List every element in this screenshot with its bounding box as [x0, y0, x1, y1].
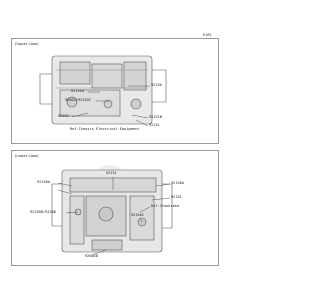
upper-case-panel: [11, 38, 219, 144]
lower-label-a: 92151: [106, 171, 117, 175]
lower-label-b: 92150A: [37, 180, 50, 184]
lower-label-f: 92150B/92200: [30, 210, 56, 214]
lower-label-e: Ref.Crankcase: [151, 204, 180, 208]
upper-case-drawing: [39, 55, 167, 125]
upper-label-d: 92022: [58, 114, 69, 118]
upper-label-b: 92150: [151, 83, 162, 87]
lower-case-panel: [11, 150, 219, 266]
upper-label-g: 92151: [149, 123, 160, 127]
lower-case-drawing: [51, 169, 173, 253]
upper-label-e: Ref.Chassis Electrical Equipment: [70, 127, 140, 131]
upper-leaders: [71, 85, 150, 127]
lower-label-g: 92150C: [131, 213, 144, 217]
upper-label-a: 92151A: [71, 89, 84, 93]
upper-case-title: (Upper Case): [15, 42, 39, 46]
lower-leaders: [57, 177, 171, 256]
page-code: E161: [203, 33, 212, 37]
lower-label-c: 92150A: [171, 181, 184, 185]
upper-label-f: 92151B: [149, 115, 162, 119]
lower-label-d: 92151: [171, 195, 182, 199]
lower-case-title: (Lower Case): [15, 154, 39, 158]
crankcase-diagram: parts: [39, 55, 173, 256]
lower-label-h: 92002B: [85, 254, 98, 258]
upper-label-c: 92002/92203C: [65, 98, 91, 102]
